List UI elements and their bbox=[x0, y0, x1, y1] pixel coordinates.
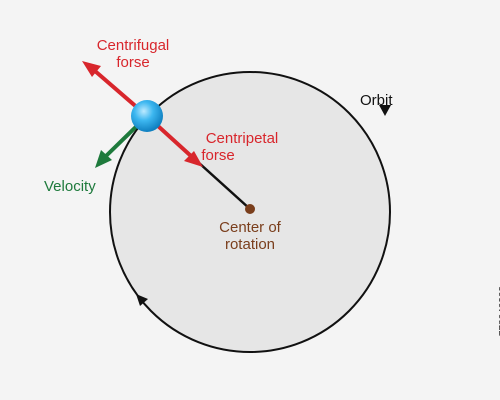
blue-sphere-icon bbox=[131, 100, 163, 132]
orbit-direction-top-right-icon bbox=[379, 105, 391, 116]
centripetal-label-line1: Centripetal bbox=[206, 130, 279, 147]
center-dot-icon bbox=[245, 204, 255, 214]
velocity-arrowhead-icon bbox=[95, 150, 112, 168]
center-label-line2: rotation bbox=[225, 236, 275, 253]
centripetal-label-line2: forse bbox=[201, 147, 234, 164]
centrifugal-label-line1: Centrifugal bbox=[97, 37, 170, 54]
centrifugal-label-line2: forse bbox=[116, 54, 149, 71]
centripetal-arrowhead-icon bbox=[184, 151, 203, 167]
velocity-label: Velocity bbox=[44, 178, 96, 195]
center-label-line1: Center of bbox=[219, 219, 282, 236]
centrifugal-arrowhead-icon bbox=[82, 61, 101, 77]
orbit-label: Orbit bbox=[360, 92, 393, 109]
orbit-direction-bottom-left-icon bbox=[136, 294, 148, 306]
